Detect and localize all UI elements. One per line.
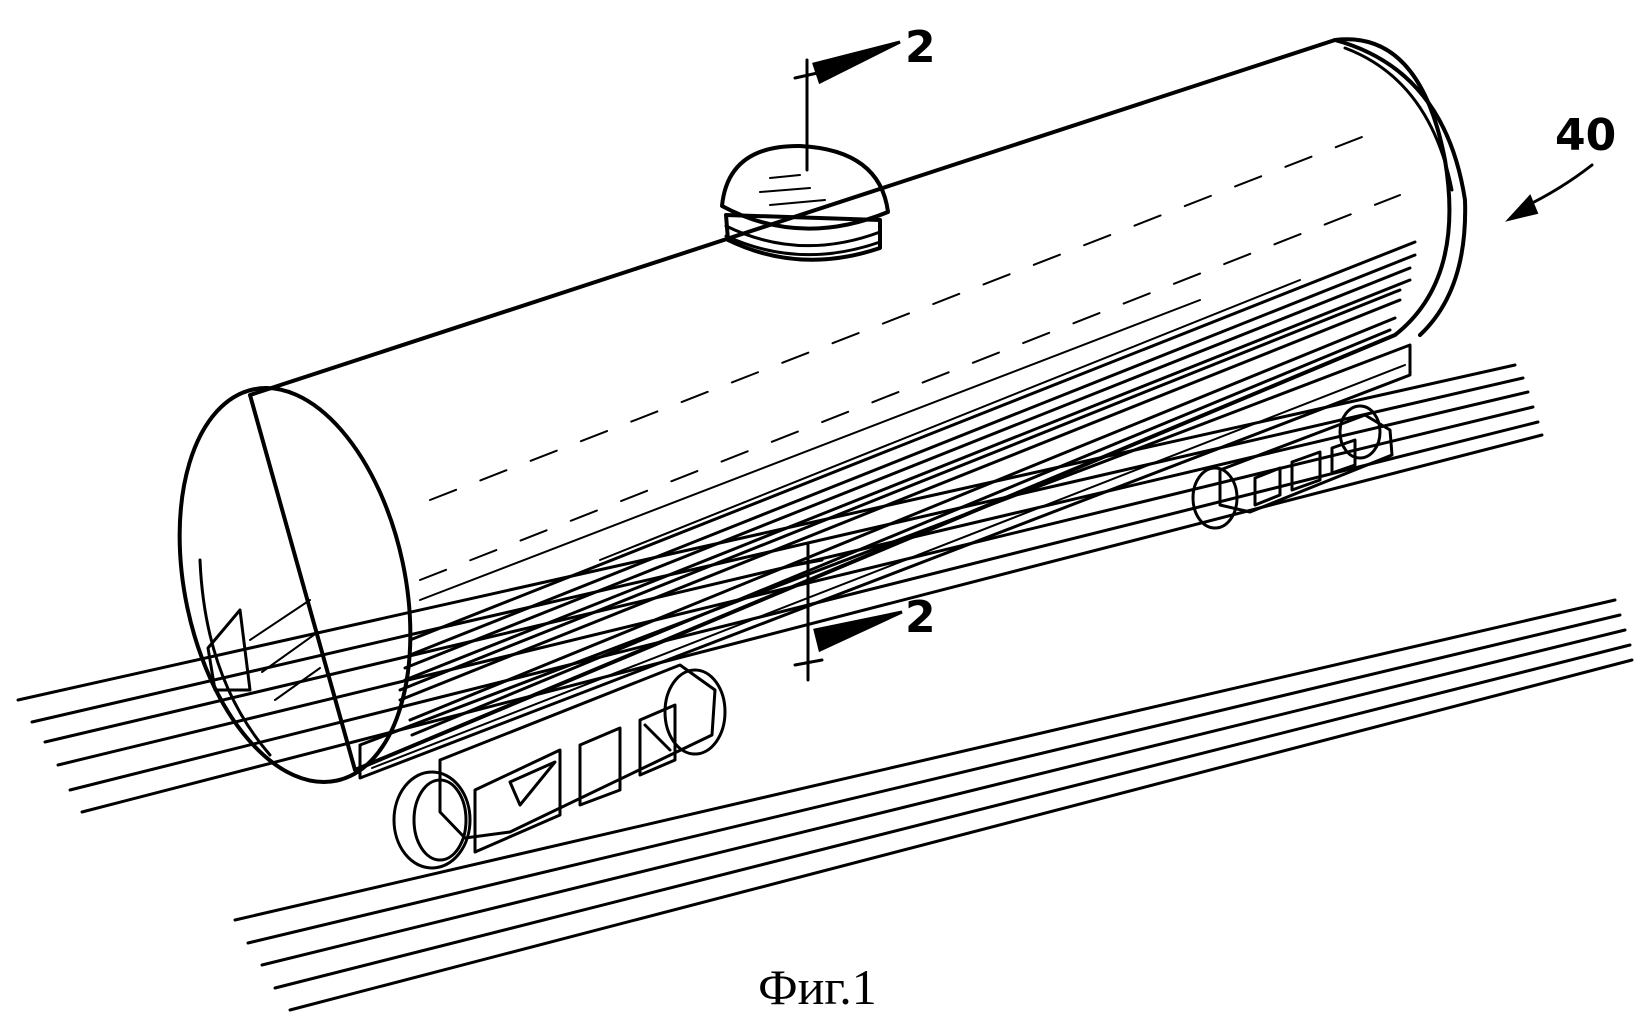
manway-dome <box>722 146 888 260</box>
reference-label-40: 40 <box>1555 110 1616 161</box>
reference-40: 40 <box>1508 110 1616 220</box>
rear-truck <box>1193 406 1392 528</box>
figure-caption: Фиг.1 <box>0 958 1635 1016</box>
section-label-top: 2 <box>905 22 936 73</box>
tank-end-head <box>146 367 444 804</box>
section-label-bottom: 2 <box>905 592 936 643</box>
tank-body <box>250 39 1465 770</box>
rail-track <box>18 365 1632 1010</box>
rail-rear <box>235 600 1632 1010</box>
rail-front <box>18 365 1542 812</box>
tank-shading <box>400 242 1415 735</box>
tank-highlight <box>420 130 1400 580</box>
front-truck-wheel-1 <box>394 772 470 868</box>
